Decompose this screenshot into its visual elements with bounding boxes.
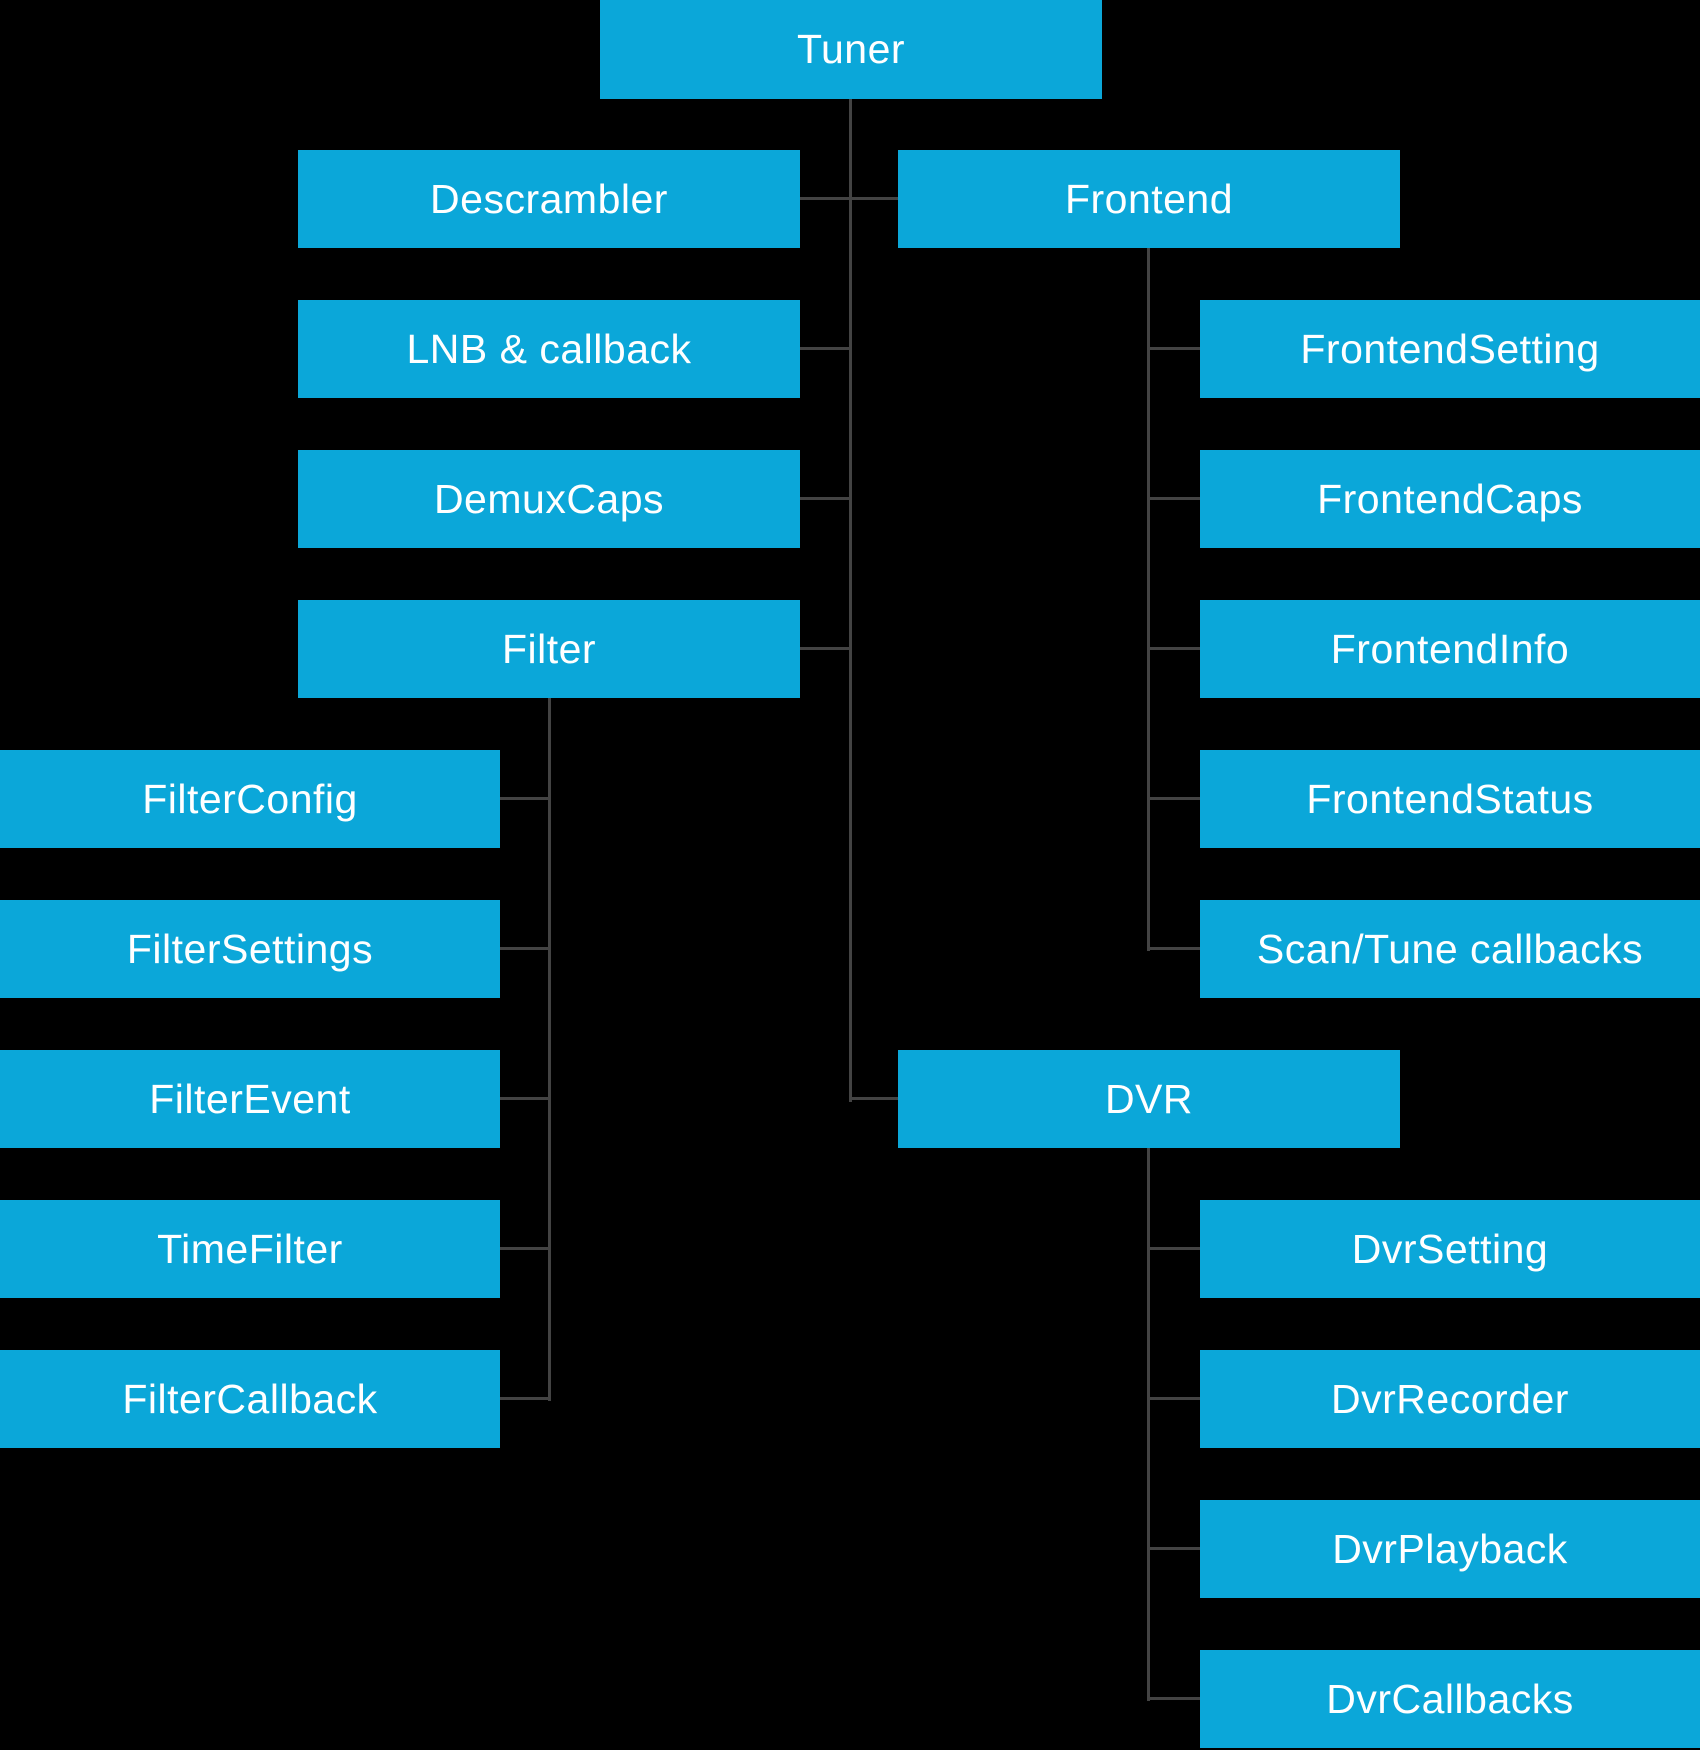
node-tuner: Tuner xyxy=(600,0,1102,99)
node-dvr-recorder: DvrRecorder xyxy=(1200,1350,1700,1448)
connector-stub-dvr-callbacks xyxy=(1147,1697,1200,1700)
node-dvr-playback: DvrPlayback xyxy=(1200,1500,1700,1598)
node-time-filter: TimeFilter xyxy=(0,1200,500,1298)
connector-stub-filter-config xyxy=(500,797,551,800)
node-filter-config: FilterConfig xyxy=(0,750,500,848)
connector-stub-filter-event xyxy=(500,1097,551,1100)
node-frontend-label: Frontend xyxy=(1064,175,1234,222)
connector-stub-scan-tune-callbacks xyxy=(1147,947,1200,950)
node-frontend-status: FrontendStatus xyxy=(1200,750,1700,848)
node-filter-config-label: FilterConfig xyxy=(142,775,358,822)
connector-stub-frontend-setting xyxy=(1150,347,1200,350)
node-time-filter-label: TimeFilter xyxy=(157,1225,343,1272)
node-frontend-info: FrontendInfo xyxy=(1200,600,1700,698)
node-demuxcaps-label: DemuxCaps xyxy=(433,475,665,522)
node-lnb-callback-label: LNB & callback xyxy=(406,325,692,372)
node-frontend: Frontend xyxy=(898,150,1400,248)
node-dvr-playback-label: DvrPlayback xyxy=(1332,1525,1568,1572)
connector-trunk-dvr xyxy=(1147,1148,1150,1701)
node-tuner-label: Tuner xyxy=(796,26,906,72)
node-frontend-info-label: FrontendInfo xyxy=(1330,625,1570,672)
node-descrambler-label: Descrambler xyxy=(430,175,668,222)
node-filter-callback-label: FilterCallback xyxy=(122,1375,378,1422)
node-dvr-setting: DvrSetting xyxy=(1200,1200,1700,1298)
node-dvr-recorder-label: DvrRecorder xyxy=(1331,1375,1569,1422)
node-dvr: DVR xyxy=(898,1050,1400,1148)
node-filter: Filter xyxy=(298,600,800,698)
connector-stub-dvr xyxy=(849,1097,898,1100)
connector-stub-dvr-recorder xyxy=(1150,1397,1200,1400)
connector-stub-lnb-callback xyxy=(800,347,852,350)
node-filter-event-label: FilterEvent xyxy=(149,1075,351,1122)
connector-trunk-tuner xyxy=(849,99,852,1102)
node-lnb-callback: LNB & callback xyxy=(298,300,800,398)
node-filter-event: FilterEvent xyxy=(0,1050,500,1148)
connector-stub-dvr-playback xyxy=(1150,1547,1200,1550)
node-frontend-setting: FrontendSetting xyxy=(1200,300,1700,398)
node-scan-tune-callbacks: Scan/Tune callbacks xyxy=(1200,900,1700,998)
node-filter-settings-label: FilterSettings xyxy=(126,925,374,972)
node-frontend-caps-label: FrontendCaps xyxy=(1317,475,1583,522)
connector-trunk-filter xyxy=(548,698,551,1401)
node-frontend-caps: FrontendCaps xyxy=(1200,450,1700,548)
connector-trunk-frontend xyxy=(1147,248,1150,951)
connector-stub-frontend-status xyxy=(1150,797,1200,800)
node-scan-tune-callbacks-label: Scan/Tune callbacks xyxy=(1256,925,1644,972)
connector-stub-frontend-info xyxy=(1150,647,1200,650)
node-dvr-label: DVR xyxy=(1104,1075,1194,1122)
node-filter-label: Filter xyxy=(501,625,597,672)
node-dvr-callbacks: DvrCallbacks xyxy=(1200,1650,1700,1748)
connector-stub-demuxcaps xyxy=(800,497,852,500)
connector-stub-filter-callback xyxy=(500,1397,551,1400)
node-frontend-setting-label: FrontendSetting xyxy=(1300,325,1600,372)
node-dvr-callbacks-label: DvrCallbacks xyxy=(1326,1675,1574,1722)
connector-stub-filter xyxy=(800,647,852,650)
node-dvr-setting-label: DvrSetting xyxy=(1351,1225,1549,1272)
node-filter-settings: FilterSettings xyxy=(0,900,500,998)
node-filter-callback: FilterCallback xyxy=(0,1350,500,1448)
connector-stub-time-filter xyxy=(500,1247,551,1250)
connector-stub-frontend-caps xyxy=(1150,497,1200,500)
node-frontend-status-label: FrontendStatus xyxy=(1306,775,1594,822)
connector-stub-filter-settings xyxy=(500,947,551,950)
node-demuxcaps: DemuxCaps xyxy=(298,450,800,548)
connector-stub-descrambler-frontend xyxy=(800,197,898,200)
connector-stub-dvr-setting xyxy=(1150,1247,1200,1250)
node-descrambler: Descrambler xyxy=(298,150,800,248)
